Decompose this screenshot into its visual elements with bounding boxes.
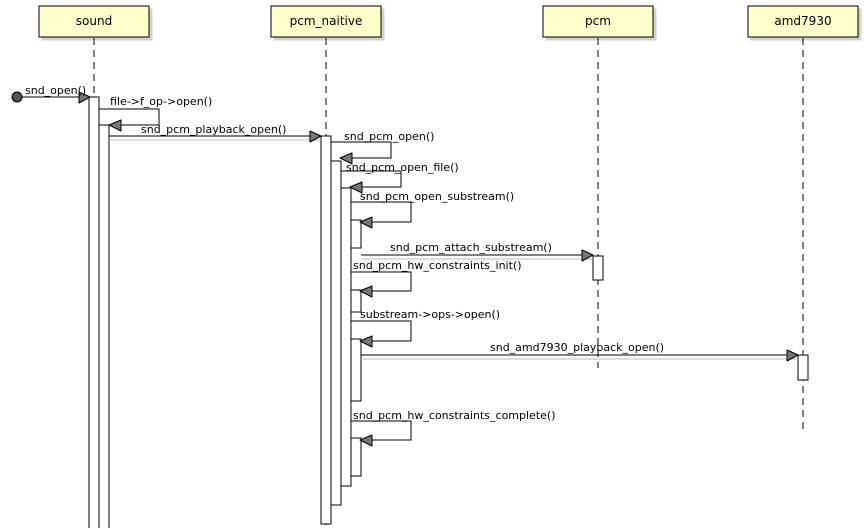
label-substream-ops-open: substream->ops->open() [360, 308, 500, 321]
arrowhead-right-icon [581, 249, 594, 262]
message-substream-ops-open[interactable] [351, 320, 412, 342]
activation-pcm-naitive-1 [320, 135, 332, 525]
message-snd-pcm-open-file[interactable] [341, 170, 402, 188]
arrowhead-right-icon [309, 130, 322, 143]
activation-bars [88, 96, 809, 528]
label-snd-pcm-open-substream: snd_pcm_open_substream() [360, 190, 514, 203]
label-snd-amd7930-playback-open: snd_amd7930_playback_open() [490, 341, 664, 354]
activation-pcm-naitive-6 [350, 338, 362, 402]
participant-pcm-naitive-label: pcm_naitive [290, 14, 363, 28]
arrowhead-left-icon [339, 152, 353, 165]
lifelines [93, 38, 804, 528]
arrowhead-left-icon [359, 335, 373, 348]
label-file-fop-open: file->f_op->open() [110, 95, 212, 108]
arrowheads [78, 91, 799, 447]
arrowhead-left-icon [359, 216, 373, 229]
message-snd-pcm-hw-constraints-init[interactable] [351, 271, 412, 292]
arrowhead-left-icon [349, 181, 363, 194]
arrowhead-right-icon [786, 349, 799, 362]
activation-pcm-naitive-4 [350, 219, 362, 249]
message-snd-pcm-open-substream[interactable] [351, 201, 412, 223]
participants: sound pcm_naitive pcm amd7930 [38, 5, 859, 38]
message-snd-amd7930-playback-open[interactable] [361, 354, 798, 360]
label-snd-pcm-playback-open: snd_pcm_playback_open() [141, 123, 286, 136]
participant-pcm-naitive[interactable]: pcm_naitive [270, 5, 382, 38]
label-snd-pcm-hw-constraints-complete: snd_pcm_hw_constraints_complete() [353, 409, 556, 422]
activation-sound-2 [98, 124, 110, 528]
activation-sound-1 [88, 96, 100, 528]
activation-pcm-naitive-7 [350, 437, 362, 477]
message-labels: snd_open() file->f_op->open() snd_pcm_pl… [25, 84, 664, 422]
arrowhead-left-icon [108, 119, 122, 132]
activation-pcm [592, 255, 604, 281]
participant-amd7930-label: amd7930 [774, 14, 831, 28]
arrowhead-left-icon [359, 434, 373, 447]
arrowhead-right-icon [78, 91, 91, 104]
activation-pcm-naitive-2 [330, 160, 342, 506]
message-snd-pcm-playback-open[interactable] [109, 135, 321, 141]
label-snd-pcm-open-file: snd_pcm_open_file() [346, 161, 459, 174]
activation-amd7930 [797, 354, 809, 381]
participant-sound-label: sound [76, 14, 112, 28]
messages [17, 96, 798, 441]
activation-pcm-naitive-3 [340, 187, 352, 487]
participant-pcm-label: pcm [585, 14, 611, 28]
message-snd-pcm-hw-constraints-complete[interactable] [351, 420, 412, 441]
participant-pcm[interactable]: pcm [542, 5, 654, 38]
participant-amd7930[interactable]: amd7930 [747, 5, 859, 38]
participant-sound[interactable]: sound [38, 5, 150, 38]
activation-pcm-naitive-5 [350, 289, 362, 313]
start-dot [11, 91, 23, 103]
message-file-fop-open[interactable] [99, 108, 160, 126]
message-snd-pcm-open[interactable] [331, 141, 392, 159]
arrowhead-left-icon [359, 285, 373, 298]
message-snd-pcm-attach-substream[interactable] [361, 254, 593, 260]
label-snd-pcm-hw-constraints-init: snd_pcm_hw_constraints_init() [353, 259, 522, 272]
label-snd-pcm-open: snd_pcm_open() [344, 130, 434, 143]
label-snd-open: snd_open() [25, 84, 86, 97]
label-snd-pcm-attach-substream: snd_pcm_attach_substream() [390, 241, 552, 254]
